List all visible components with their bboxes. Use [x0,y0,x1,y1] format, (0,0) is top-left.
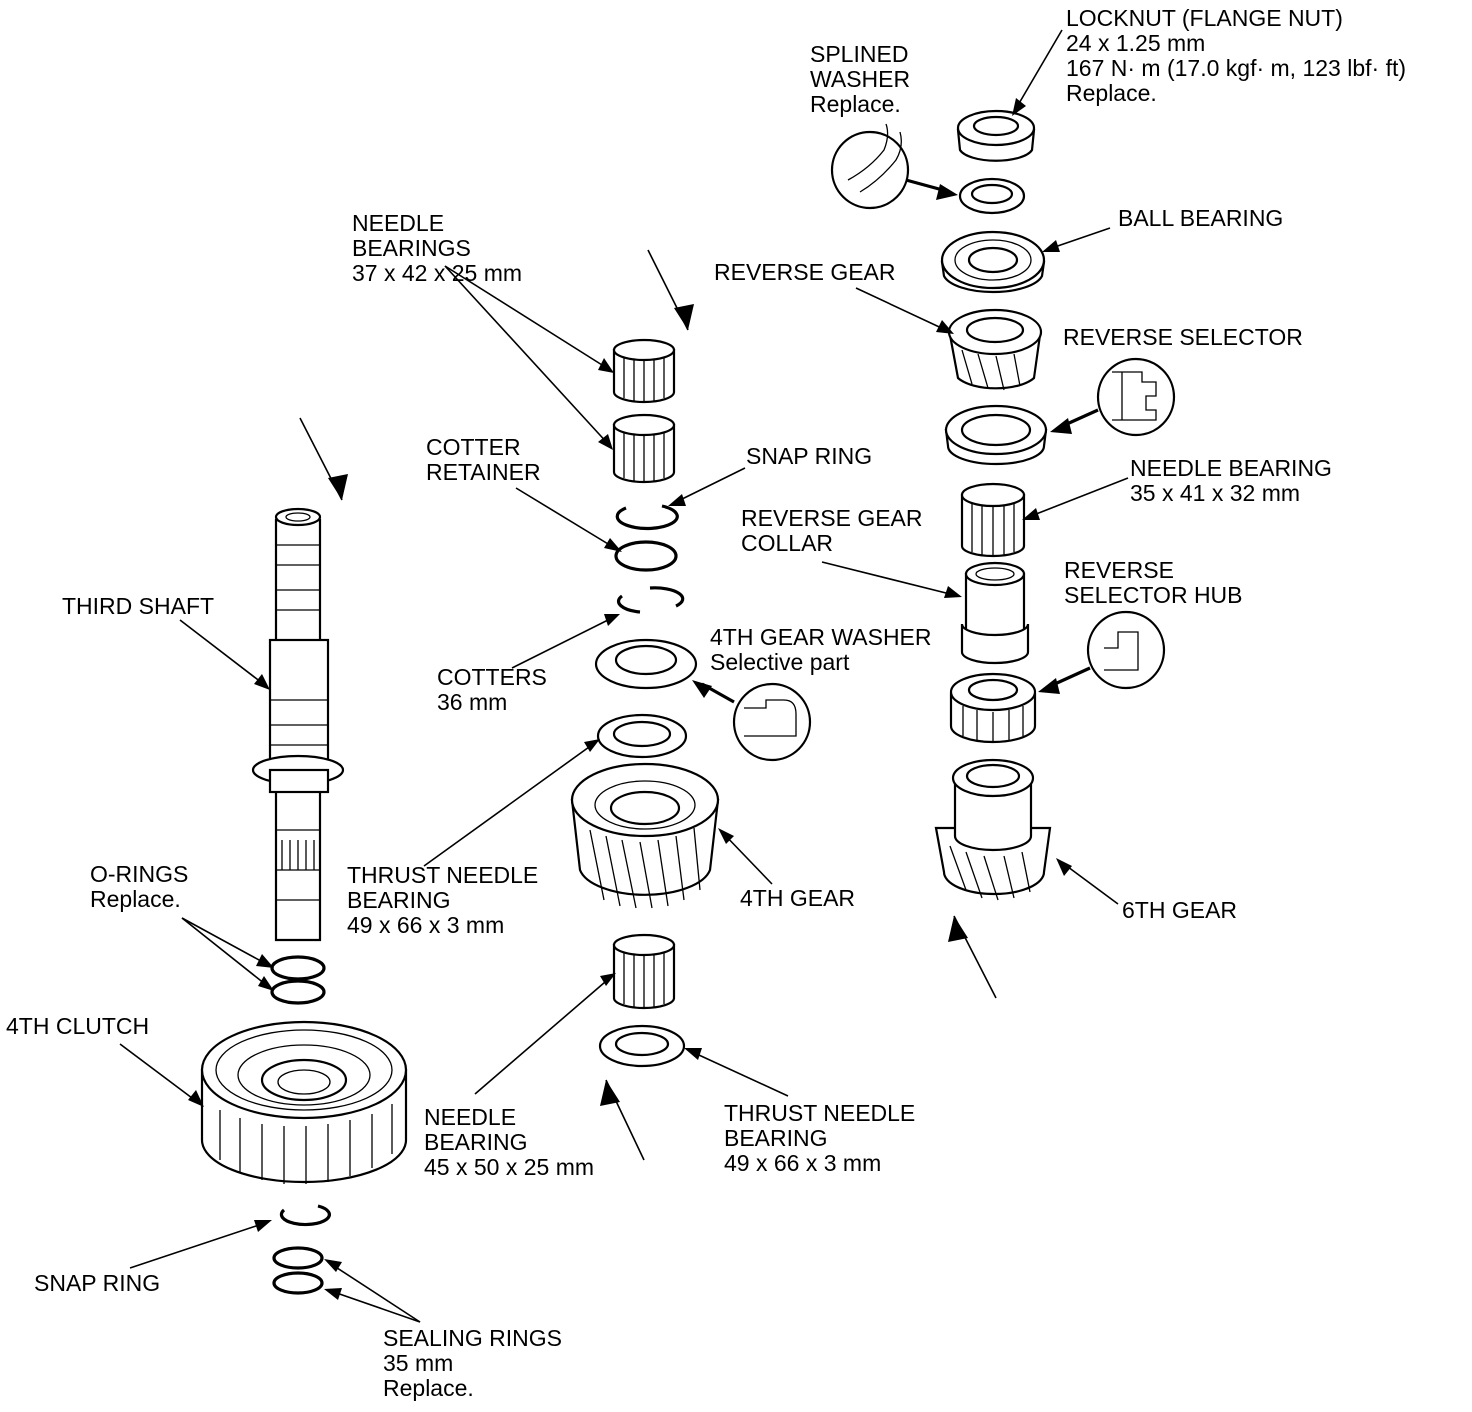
leader-lines [119,29,1129,1323]
label-reverse-selector-hub: REVERSE SELECTOR HUB [1064,557,1243,608]
label-thrust-needle-bearing-upper: THRUST NEEDLE BEARING 49 x 66 x 3 mm [347,862,539,938]
reverse-selector-part [944,404,1048,466]
ball-bearing-part [940,230,1046,294]
label-third-shaft: THIRD SHAFT [62,593,215,619]
label-sealing-rings: SEALING RINGS 35 mm Replace. [383,1325,562,1401]
detail-circle-reverse-selector-hub [1038,610,1166,694]
label-o-rings: O-RINGS Replace. [90,861,189,912]
axis-marker-middle-top [647,249,694,331]
sixth-gear-part [934,758,1052,901]
label-thrust-needle-bearing-lower: THRUST NEEDLE BEARING 49 x 66 x 3 mm [724,1100,916,1176]
fourth-gear-washer-part [594,638,698,690]
label-locknut: LOCKNUT (FLANGE NUT) 24 x 1.25 mm 167 N·… [1066,5,1407,106]
fourth-clutch-part [200,1020,408,1184]
axis-marker-middle-bottom [600,1079,645,1161]
reverse-gear-collar-part [960,561,1030,665]
label-fourth-gear: 4TH GEAR [740,885,856,911]
sealing-rings-part [272,1246,324,1295]
third-shaft-part [251,507,345,942]
label-needle-bearings-top: NEEDLE BEARINGS 37 x 42 x 25 mm [352,210,523,286]
splined-washer-part [958,177,1026,215]
reverse-selector-hub-part [949,672,1037,744]
detail-circle-fourth-gear-washer [692,680,812,762]
thrust-needle-bearing-lower-part [598,1024,686,1068]
label-cotter-retainer: COTTER RETAINER [426,434,541,485]
axis-marker-third-shaft [299,417,348,501]
axis-marker-right-bottom [948,915,997,999]
needle-bearing-35-part [960,482,1026,558]
label-ball-bearing: BALL BEARING [1118,205,1284,231]
label-reverse-selector: REVERSE SELECTOR [1063,324,1303,350]
needle-bearings-top-part [612,338,676,484]
label-snap-ring-mid: SNAP RING [746,443,873,469]
locknut-part [956,109,1036,162]
label-cotters: COTTERS 36 mm [437,664,547,715]
o-rings-part [270,955,326,1005]
label-sixth-gear: 6TH GEAR [1122,897,1238,923]
label-needle-bearing-35: NEEDLE BEARING 35 x 41 x 32 mm [1130,455,1332,506]
snap-ring-mid-part [615,504,679,531]
needle-bearing-45-part [612,933,676,1010]
detail-circle-splined-washer [830,123,958,210]
fourth-gear-part [570,762,720,909]
thrust-needle-bearing-upper-part [596,713,688,759]
cotter-retainer-part [614,540,678,572]
cotters-part [616,586,685,614]
label-fourth-gear-washer: 4TH GEAR WASHER Selective part [710,624,932,675]
label-reverse-gear-collar: REVERSE GEAR COLLAR [741,505,923,556]
label-needle-bearing-45: NEEDLE BEARING 45 x 50 x 25 mm [424,1104,595,1180]
label-reverse-gear: REVERSE GEAR [714,259,896,285]
label-splined-washer: SPLINED WASHER Replace. [810,41,911,117]
snap-ring-bottom-part [279,1204,331,1227]
reverse-gear-part [947,308,1043,391]
label-snap-ring-bottom: SNAP RING [34,1270,161,1296]
detail-circle-reverse-selector [1050,357,1176,437]
label-fourth-clutch: 4TH CLUTCH [6,1013,150,1039]
